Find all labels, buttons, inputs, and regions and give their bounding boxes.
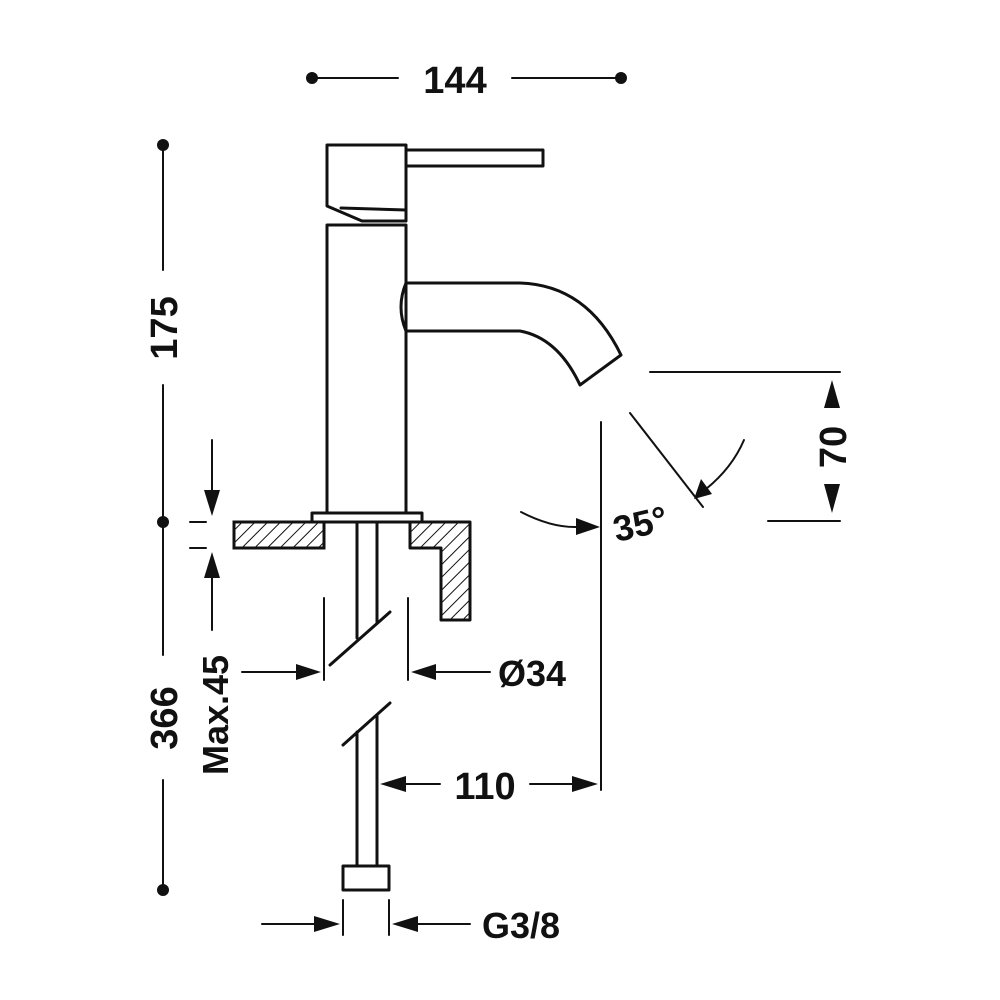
- faucet-column: [325, 223, 408, 515]
- arrowhead: [380, 776, 406, 792]
- dimension-label-height-total: 366: [144, 686, 186, 749]
- arrowhead: [824, 380, 840, 408]
- angle-arc: [705, 439, 745, 490]
- dimension-connection-thread: G3/8: [261, 899, 560, 946]
- dimension-height-left: 175 366: [144, 139, 186, 896]
- arrowhead: [572, 776, 598, 792]
- dimension-spout-angle: 35°: [520, 412, 745, 550]
- dimension-endpoint-dot: [615, 72, 627, 84]
- dimension-spout-height: 70: [649, 371, 855, 522]
- dimension-label-max-thickness: Max.45: [195, 655, 236, 775]
- hose-connector-nut: [341, 864, 391, 892]
- faucet-base-plate: [310, 511, 424, 524]
- handle-lever: [404, 148, 545, 168]
- faucet-spout: [399, 281, 623, 387]
- break-mark: [328, 610, 392, 667]
- handle-detail-line: [339, 206, 408, 212]
- arrowhead: [411, 664, 436, 680]
- dimension-spout-reach: 110: [380, 421, 602, 808]
- angle-arc: [520, 511, 579, 529]
- arrowhead: [824, 484, 840, 513]
- break-mark: [341, 701, 392, 747]
- countertop-right-section: [408, 520, 472, 622]
- dimension-label-spout-height: 70: [813, 426, 855, 468]
- supply-hose: [328, 520, 392, 892]
- arrowhead: [392, 916, 418, 932]
- arrowhead: [314, 916, 340, 932]
- dimension-hole-diameter: Ø34: [241, 597, 566, 694]
- dimension-label-spout-reach: 110: [454, 766, 515, 808]
- dimension-label-height-upper: 175: [144, 296, 186, 359]
- dimension-width-144: 144: [306, 60, 627, 102]
- handle-block: [325, 143, 408, 223]
- dimension-label-hole-diameter: Ø34: [498, 653, 566, 694]
- arrowhead: [296, 664, 321, 680]
- countertop-left-section: [232, 520, 326, 550]
- dimension-max-thickness: Max.45: [189, 439, 236, 775]
- dimension-label-width: 144: [423, 60, 486, 102]
- arrowhead: [694, 479, 712, 499]
- arrowhead: [204, 490, 220, 516]
- arrowhead: [576, 518, 600, 535]
- dimension-label-connection-thread: G3/8: [482, 905, 560, 946]
- angle-reference-line: [629, 412, 704, 508]
- dimension-endpoint-dot: [157, 884, 169, 896]
- faucet-body: [310, 143, 623, 524]
- dimension-label-spout-angle: 35°: [609, 498, 671, 550]
- countertop-section: [232, 520, 472, 622]
